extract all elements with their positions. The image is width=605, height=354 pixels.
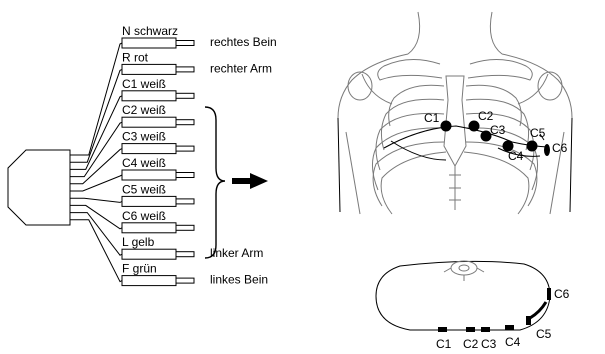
chest-label-c4: C4 [508, 149, 524, 163]
electrode-c6 [544, 144, 550, 156]
lead-connector-r [122, 64, 176, 74]
lead-wire-c4 [70, 175, 122, 191]
section-electrode-c4 [505, 325, 514, 330]
lead-label-c1: C1 weiß [122, 77, 166, 91]
lead-connector-f [122, 276, 176, 286]
lead-connector-c2 [122, 117, 176, 127]
lead-wire-c6 [70, 205, 122, 228]
lead-pin-c3 [176, 146, 194, 151]
lead-label-l: L gelb [122, 235, 155, 249]
section-electrode-c3 [481, 327, 490, 332]
lead-connector-c1 [122, 91, 176, 101]
lead-connector-n [122, 38, 176, 48]
lead-pin-f [176, 278, 194, 283]
limb-label-f: linkes Bein [210, 273, 268, 287]
chest-leads-brace [205, 107, 225, 258]
lead-cables: N schwarz rechtes Bein R rot rechter Arm C1 … [70, 24, 277, 287]
torso-cross-section [376, 261, 551, 332]
chest-label-c3: C3 [490, 123, 506, 137]
lead-connector-c4 [122, 170, 176, 180]
chest-label-c2: C2 [478, 109, 494, 123]
lead-pin-c2 [176, 120, 194, 125]
lead-pin-l [176, 252, 194, 257]
lead-pin-c6 [176, 225, 194, 230]
lead-wire-c5 [70, 198, 122, 202]
electrode-c5 [527, 141, 538, 152]
section-electrode-c1 [438, 327, 447, 332]
limb-label-n: rechtes Bein [210, 35, 277, 49]
lead-connector-l [122, 249, 176, 259]
thorax-illustration [338, 12, 572, 214]
limb-label-l: linker Arm [210, 246, 263, 260]
electrode-c1 [441, 121, 452, 132]
lead-label-c6: C6 weiß [122, 209, 166, 223]
chest-label-c1: C1 [424, 111, 440, 125]
section-electrode-c2 [466, 327, 475, 332]
lead-connector-c6 [122, 223, 176, 233]
lead-label-c3: C3 weiß [122, 130, 166, 144]
lead-pin-c1 [176, 93, 194, 98]
section-label-c6: C6 [554, 287, 570, 301]
lead-label-c2: C2 weiß [122, 103, 166, 117]
lead-label-f: F grün [122, 262, 157, 276]
lead-pin-n [176, 41, 194, 46]
chest-label-c6: C6 [552, 141, 568, 155]
lead-label-r: R rot [122, 50, 149, 64]
section-label-c5: C5 [536, 327, 552, 341]
section-electrode-c6 [547, 288, 551, 300]
section-label-c3: C3 [481, 337, 497, 351]
chest-label-c5: C5 [530, 126, 546, 140]
lead-label-c5: C5 weiß [122, 182, 166, 196]
lead-connector-c3 [122, 144, 176, 154]
limb-label-r: rechter Arm [210, 61, 272, 75]
arrow-icon [232, 173, 268, 189]
lead-pin-c4 [176, 173, 194, 178]
lead-label-n: N schwarz [122, 24, 178, 38]
connector-plug [8, 150, 70, 225]
section-label-c2: C2 [463, 337, 479, 351]
lead-pin-r [176, 67, 194, 72]
section-label-c4: C4 [505, 335, 521, 349]
lead-wire-f [70, 220, 122, 282]
lead-connector-c5 [122, 196, 176, 206]
lead-pin-c5 [176, 199, 194, 204]
lead-label-c4: C4 weiß [122, 156, 166, 170]
section-label-c1: C1 [436, 337, 452, 351]
